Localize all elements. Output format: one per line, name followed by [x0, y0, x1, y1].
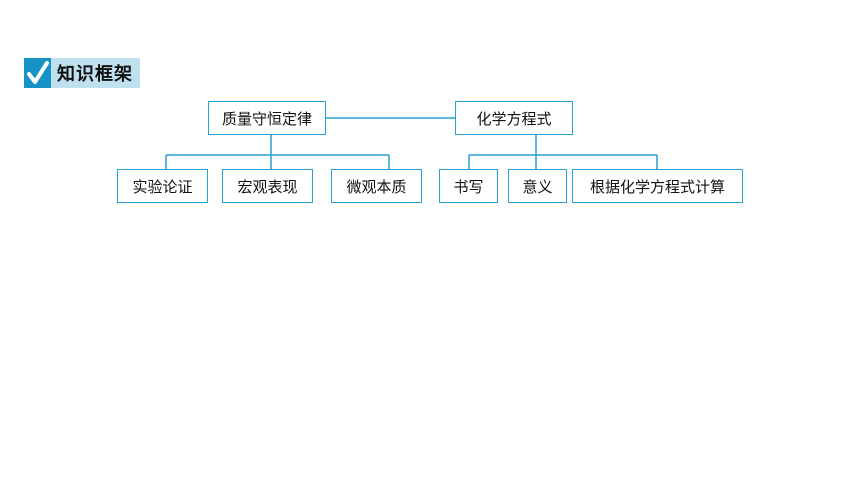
node-experimental-proof: 实验论证	[117, 169, 208, 203]
node-micro-essence: 微观本质	[331, 169, 422, 203]
node-equation-calculation: 根据化学方程式计算	[572, 169, 743, 203]
section-header: 知识框架	[24, 58, 140, 88]
node-mass-conservation: 质量守恒定律	[208, 101, 326, 135]
section-title-box: 知识框架	[51, 58, 140, 88]
node-chemical-equation: 化学方程式	[455, 101, 573, 135]
node-writing: 书写	[439, 169, 498, 203]
node-macro-manifestation: 宏观表现	[222, 169, 313, 203]
node-meaning: 意义	[508, 169, 567, 203]
check-icon	[24, 58, 51, 88]
section-title: 知识框架	[57, 64, 133, 85]
